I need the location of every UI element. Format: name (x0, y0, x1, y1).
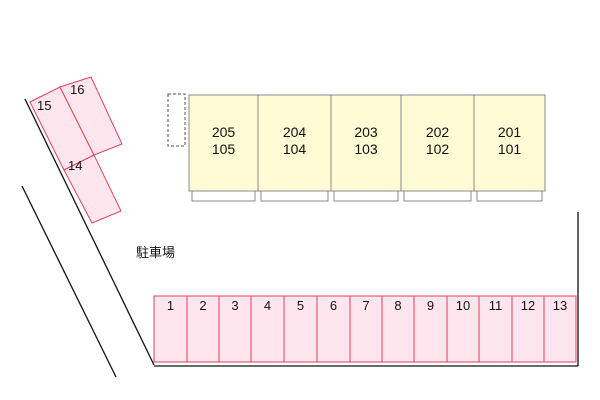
unit-upper-number: 205 (211, 124, 236, 140)
parking-space-7 (349, 295, 383, 363)
parking-space-4 (250, 295, 285, 363)
parking-space-13 (543, 295, 577, 363)
parking-space-number: 3 (231, 298, 239, 313)
road-line-outer (21, 185, 117, 378)
parking-space-9 (413, 295, 448, 363)
parking-area-label: 駐車場 (136, 245, 176, 260)
parking-space-number: 2 (199, 298, 207, 313)
parking-space-number: 16 (70, 82, 85, 97)
parking-space-11 (478, 295, 513, 363)
unit-lower-number: 105 (211, 141, 236, 157)
unit-lower-number: 103 (354, 141, 378, 157)
parking-space-number: 12 (520, 298, 536, 313)
unit-lower-number: 102 (425, 141, 450, 157)
parking-space-number: 15 (37, 98, 52, 113)
balcony-103 (333, 190, 399, 202)
parking-row-group (153, 295, 577, 363)
parking-space-1 (153, 295, 188, 363)
parking-space-number: 5 (296, 298, 305, 313)
boundary-line-diagonal (24, 98, 155, 366)
unit-upper-number: 201 (497, 124, 522, 140)
apartment-building (188, 94, 546, 202)
parking-space-5 (283, 295, 318, 363)
parking-space-number: 1 (166, 298, 175, 313)
unit-upper-number: 203 (354, 124, 378, 140)
parking-space-number: 13 (552, 298, 568, 313)
parking-diagonal-group (29, 76, 123, 224)
balcony-102 (403, 190, 472, 202)
parking-space-number: 11 (488, 298, 503, 313)
balcony-101 (476, 190, 543, 202)
unit-lower-number: 104 (282, 141, 307, 157)
parking-space-number: 10 (455, 298, 471, 313)
parking-space-number: 8 (394, 298, 402, 313)
balcony-105 (191, 190, 256, 202)
parking-space-10 (446, 295, 480, 363)
parking-space-number: 14 (68, 158, 83, 173)
unit-upper-number: 202 (425, 124, 450, 140)
unit-upper-number: 204 (282, 124, 307, 140)
parking-space-number: 4 (263, 298, 272, 313)
parking-space-number: 7 (362, 298, 370, 313)
parking-space-6 (316, 295, 351, 363)
building-unit-101 (473, 94, 546, 192)
balcony-104 (260, 190, 329, 202)
parking-space-number: 9 (426, 298, 435, 313)
parking-space-8 (381, 295, 415, 363)
dashed-outline (167, 93, 186, 147)
unit-lower-number: 101 (497, 141, 522, 157)
parking-space-2 (186, 295, 220, 363)
parking-space-16 (59, 76, 123, 156)
parking-space-14 (63, 154, 122, 224)
parking-space-12 (511, 295, 545, 363)
parking-space-number: 6 (329, 298, 338, 313)
building-unit-105 (188, 94, 259, 192)
